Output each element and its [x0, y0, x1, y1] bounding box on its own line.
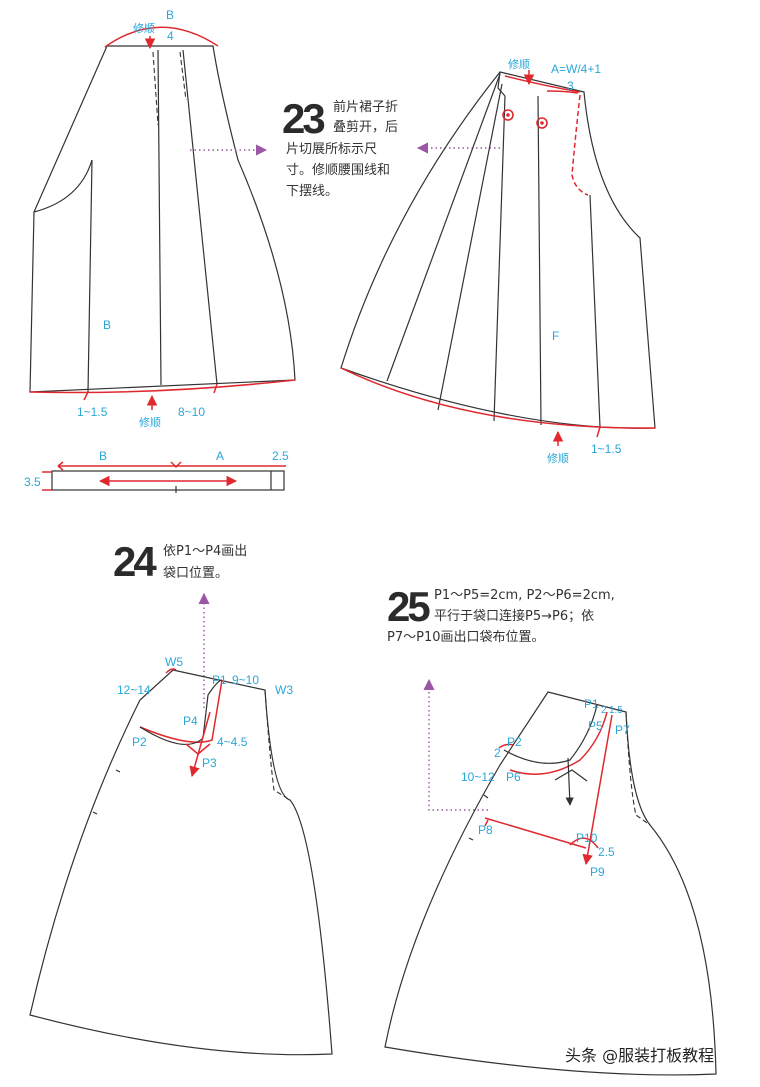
step-25-line-3: P7～P10画出口袋布位置。 [387, 630, 545, 645]
pocket-24-w3: W3 [275, 683, 293, 697]
pocket-25-p8: P8 [478, 823, 493, 837]
watermark: 头条 @服装打板教程 [565, 1046, 714, 1065]
step-24-line-2: 袋口位置。 [163, 566, 228, 581]
step-23-line-2: 叠剪开，后 [333, 119, 398, 135]
pocket-24-p2: P2 [132, 735, 147, 749]
waistband-pattern: B A 2.5 3.5 [24, 449, 289, 493]
step-25-note: 25 P1～P5=2cm, P2～P6=2cm, 平行于袋口连接P5→P6；依 … [387, 583, 615, 811]
pocket-24-w5: W5 [165, 655, 183, 669]
pocket-25-bag-line [484, 817, 587, 849]
pocket-25-p9: P9 [590, 865, 605, 879]
back-skirt-pattern: B 修顺 4 B 1~1.5 修顺 8~10 [29, 8, 296, 429]
pocket-25-sub2: 2 [601, 705, 607, 716]
step-25-line-1: P1～P5=2cm, P2～P6=2cm, [434, 588, 615, 603]
back-side-curve [33, 159, 93, 213]
waistband-rect [51, 470, 285, 491]
front-formula: A=W/4+1 [551, 62, 601, 76]
step-24-line-1: 依P1～P4画出 [163, 544, 247, 559]
back-hem-left: 1~1.5 [77, 405, 108, 419]
front-skirt-pattern: 修顺 A=W/4+1 3 F 修顺 1~1.5 [340, 57, 656, 465]
back-smooth-top: 修顺 [133, 21, 155, 35]
pocket-24-4-45: 4~4.5 [217, 735, 248, 749]
pocket-25-15: 1.5 [609, 705, 623, 716]
pocket-25-p10: P10 [576, 831, 598, 845]
back-hem-right: 8~10 [178, 405, 205, 419]
step-24-note: 24 依P1～P4画出 袋口位置。 [113, 538, 247, 708]
pocket-25-p7: P7 [615, 723, 630, 737]
pocket-25-10-12: 10~12 [461, 770, 495, 784]
step-23-line-3: 片切展所标示尺 [286, 142, 377, 157]
step-25-number: 25 [387, 583, 430, 630]
waistband-end-left: 3.5 [24, 475, 41, 489]
front-waist-curve [504, 75, 581, 93]
front-mark-right [536, 117, 548, 129]
waistband-left: B [99, 449, 107, 463]
pocket-25-2: 2 [494, 746, 501, 760]
waistband-end-right: 2.5 [272, 449, 289, 463]
pocket-24-p1: P1 [212, 673, 227, 687]
step-25-line-2: 平行于袋口连接P5→P6；依 [434, 608, 594, 624]
pocket-24-p4: P4 [183, 714, 198, 728]
waistband-right: A [216, 449, 224, 463]
pocket-24-12-14: 12~14 [117, 683, 151, 697]
back-top-label: B [166, 8, 174, 22]
front-hem-right: 1~1.5 [591, 442, 622, 456]
pocket-24-p3: P3 [202, 756, 217, 770]
front-smooth-hem: 修顺 [547, 451, 569, 465]
pocket-25-pattern: P1 2 1.5 P5 P7 P2 2 10~12 P6 P8 P10 2.5 … [384, 691, 717, 1076]
step-23-number: 23 [282, 95, 324, 142]
pocket-25-p2: P2 [507, 735, 522, 749]
back-panel-label: B [103, 318, 111, 332]
back-hem-curve [29, 379, 296, 394]
front-hem-curve [340, 367, 656, 429]
back-num-4: 4 [167, 29, 174, 43]
step-23-note: 23 前片裙子折 叠剪开，后 片切展所标示尺 寸。修顺腰围线和 下摆线。 [190, 95, 500, 199]
pocket-24-opening [139, 679, 223, 743]
step-23-line-4: 寸。修顺腰围线和 [286, 163, 390, 178]
pocket-24-9-10: 9~10 [232, 673, 259, 687]
pocket-25-25: 2.5 [598, 845, 615, 859]
pocket-25-p1: P1 [584, 697, 599, 711]
pocket-25-outline [384, 691, 717, 1076]
pocket-24-outline [29, 669, 333, 1056]
step-24-number: 24 [113, 538, 157, 585]
step-23-line-5: 下摆线。 [286, 184, 338, 199]
pocket-25-p6: P6 [506, 770, 521, 784]
back-skirt-outline [29, 45, 296, 393]
step-23-line-1: 前片裙子折 [333, 99, 398, 115]
front-panel-label: F [552, 329, 559, 343]
front-skirt-outline [340, 71, 656, 429]
front-smooth-top: 修顺 [508, 57, 530, 71]
front-mark-left [502, 109, 514, 121]
back-waist-curve [104, 26, 219, 48]
pocket-24-pattern: W5 P1 9~10 W3 12~14 P4 P2 4~4.5 P3 [29, 655, 333, 1056]
pocket-25-p5: P5 [588, 719, 603, 733]
front-num-3: 3 [567, 79, 574, 93]
back-smooth-hem: 修顺 [139, 415, 161, 429]
pocket-25-opening [503, 704, 598, 764]
